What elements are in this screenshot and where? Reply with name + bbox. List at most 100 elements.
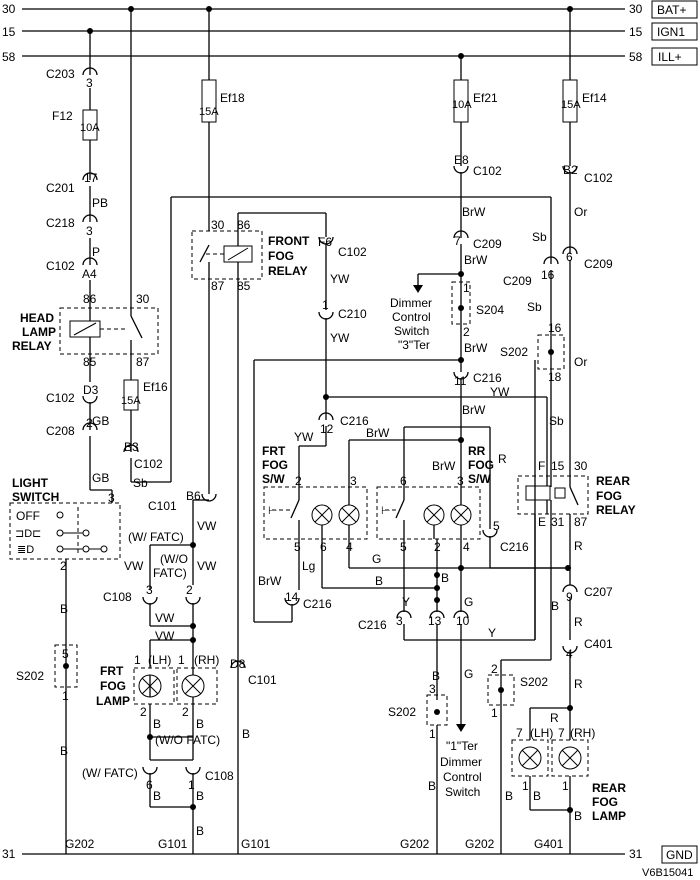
s202-upper-label: S202 [500, 345, 528, 359]
bat-label: BAT+ [657, 3, 686, 17]
ffr-label-2: FOG [268, 249, 294, 263]
c209-pin-16: 16 [541, 268, 555, 282]
ls-off: OFF [16, 509, 40, 523]
head-lamp-circuit: C203 3 F12 10A C201 17 PB C218 3 P C102 … [12, 9, 551, 505]
frt-fog-lamp-label-1: FRT [100, 664, 124, 678]
rfr-label-1: REAR [596, 474, 630, 488]
wire-vw-5: VW [155, 629, 175, 643]
ffr-label-1: FRONT [268, 234, 310, 248]
rear-fog-lamp-rh [551, 739, 589, 777]
ef18-rating: 15A [199, 106, 219, 118]
s202-mid-pin-3: 3 [429, 682, 436, 696]
c201-pin: 17 [84, 171, 98, 185]
rr-fog-sw-box [376, 486, 481, 540]
dimmer1-2: Dimmer [440, 755, 482, 769]
frt-fog-lamps: 1 1 (LH) (RH) FRT FOG LAMP 2 2 B B (W/O … [82, 648, 277, 854]
hlr-label-3: RELAY [12, 339, 52, 353]
hlr-pin-87: 87 [136, 355, 150, 369]
c102-label-2: C102 [134, 457, 163, 471]
c108-pin-2: 2 [186, 583, 193, 597]
c209-label-3: C209 [503, 274, 532, 288]
d8-pin: D8 [230, 657, 246, 671]
ill-box [651, 47, 698, 66]
c210-pin: 1 [322, 298, 329, 312]
wire-b-ffs: B [375, 574, 383, 588]
c401-label: C401 [584, 637, 613, 651]
c207-pin-9: 9 [566, 590, 573, 604]
ffs-pin-2: 2 [295, 474, 302, 488]
wire-r-5: R [550, 711, 559, 725]
s202-upper-pin-16: 16 [548, 321, 562, 335]
wire-g-rfs: G [464, 595, 473, 609]
wo-fatc-a: (W/O [160, 552, 188, 566]
wire-vw-2: VW [124, 559, 144, 573]
wire-yw-4: YW [490, 385, 510, 399]
rr-fog-sw-label-2: FOG [468, 458, 494, 472]
wire-yw-2: YW [330, 331, 350, 345]
c216-label-4: C216 [358, 618, 387, 632]
c203-label: C203 [46, 67, 75, 81]
light-switch-label-1: LIGHT [12, 476, 49, 490]
g101-a: G101 [158, 837, 188, 851]
rr-fog-sw-label-3: S/W [468, 472, 491, 486]
c201-label: C201 [46, 181, 75, 195]
wire-y-1: Y [402, 595, 410, 609]
s202-left-label: S202 [16, 669, 44, 683]
rail-58-left: 58 [2, 50, 16, 64]
wire-sb-1: Sb [133, 476, 148, 490]
s202-right-pin-1: 1 [491, 706, 498, 720]
wire-brw-1: BrW [462, 205, 486, 219]
ffr-label-3: RELAY [268, 264, 308, 278]
frt-lamp-rh-pin2: 2 [182, 705, 189, 719]
wire-b-g101: B [196, 824, 204, 838]
rfr-pin-30: 30 [574, 459, 588, 473]
wire-g-ffs: G [372, 552, 381, 566]
dimmer3-3: Switch [394, 324, 429, 338]
dimmer1-3: Control [443, 770, 482, 784]
rail-30-left: 30 [2, 2, 16, 16]
hlr-label-2: LAMP [22, 325, 56, 339]
c218-pin: 3 [86, 224, 93, 238]
frt-lamp-lh-pin2: 2 [140, 705, 147, 719]
wire-b-rfs: B [441, 571, 449, 585]
frt-fog-switch: FRT FOG S/W 2 3 ⊢ 5 6 4 BrW Lg 14 C216 [253, 359, 568, 623]
rail-15-right: 15 [629, 25, 643, 39]
c216-pin-12: 12 [320, 422, 334, 436]
diagram-id: V6B15041 [642, 867, 693, 879]
wire-sb-2: Sb [532, 230, 547, 244]
wire-b-frtr: B [196, 717, 204, 731]
c101-label-2: C101 [248, 673, 277, 687]
c209-pin-7: 7 [454, 234, 461, 248]
rr-fog-sw-label-1: RR [468, 444, 486, 458]
frt-fog-lamp-label-3: LAMP [96, 694, 130, 708]
wire-p: P [92, 245, 100, 259]
wire-or-2: Or [574, 355, 587, 369]
frt-fog-lamp-rh [176, 667, 218, 705]
frt-lamp-rh-pin1: 1 [178, 653, 185, 667]
ls-pin-2: 2 [60, 559, 67, 573]
rfr-pin-15: 15 [551, 459, 565, 473]
rear-fog-lamp-label-1: REAR [592, 781, 626, 795]
rfr-pin-31: 31 [551, 515, 565, 529]
b3-pin: B3 [124, 440, 139, 454]
wo-fatc-b: FATC) [153, 566, 187, 580]
c102-label-5: C102 [473, 164, 502, 178]
ef21-rating: 10A [452, 99, 472, 111]
wire-gb-2: GB [92, 471, 109, 485]
e8-pin: E8 [454, 153, 469, 167]
head-lamp-relay-box [59, 307, 159, 355]
ffs-pin-3: 3 [350, 474, 357, 488]
rail-58-right: 58 [629, 50, 643, 64]
rear-lamp-lh-bulb [518, 746, 542, 770]
wire-vw-3: VW [197, 559, 217, 573]
g202-b: G202 [400, 837, 430, 851]
ffr-pin-86: 86 [237, 218, 251, 232]
rfr-pin-87: 87 [574, 515, 588, 529]
gnd-box [661, 845, 698, 864]
frt-fog-sw-box [263, 486, 368, 540]
s204-label: S204 [476, 303, 504, 317]
f12-rating: 10A [80, 122, 100, 134]
frt-fog-lamp-lh [133, 667, 175, 705]
